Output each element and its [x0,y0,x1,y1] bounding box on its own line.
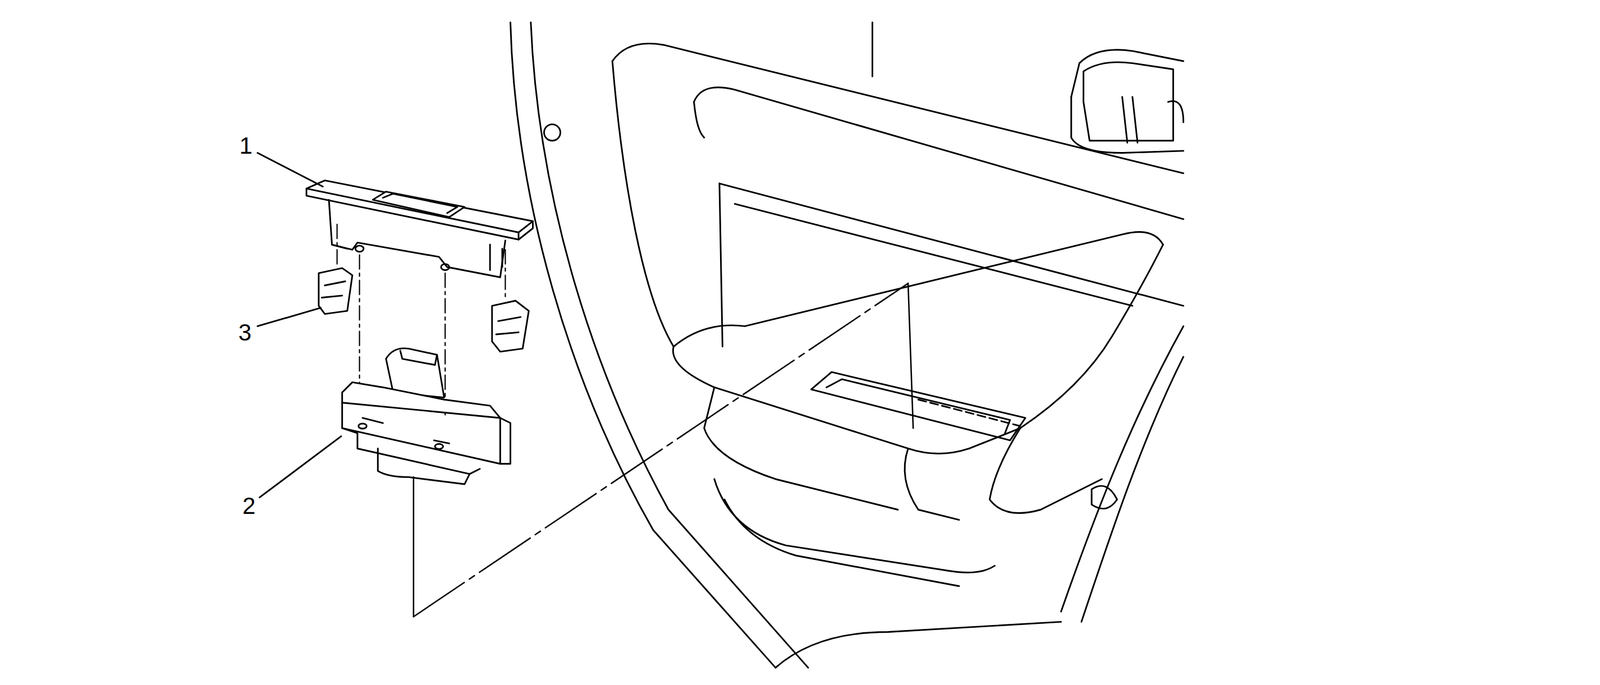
callout-number: 1 [238,134,254,158]
callout-number: 2 [241,494,257,518]
callout-number: 3 [237,321,253,345]
